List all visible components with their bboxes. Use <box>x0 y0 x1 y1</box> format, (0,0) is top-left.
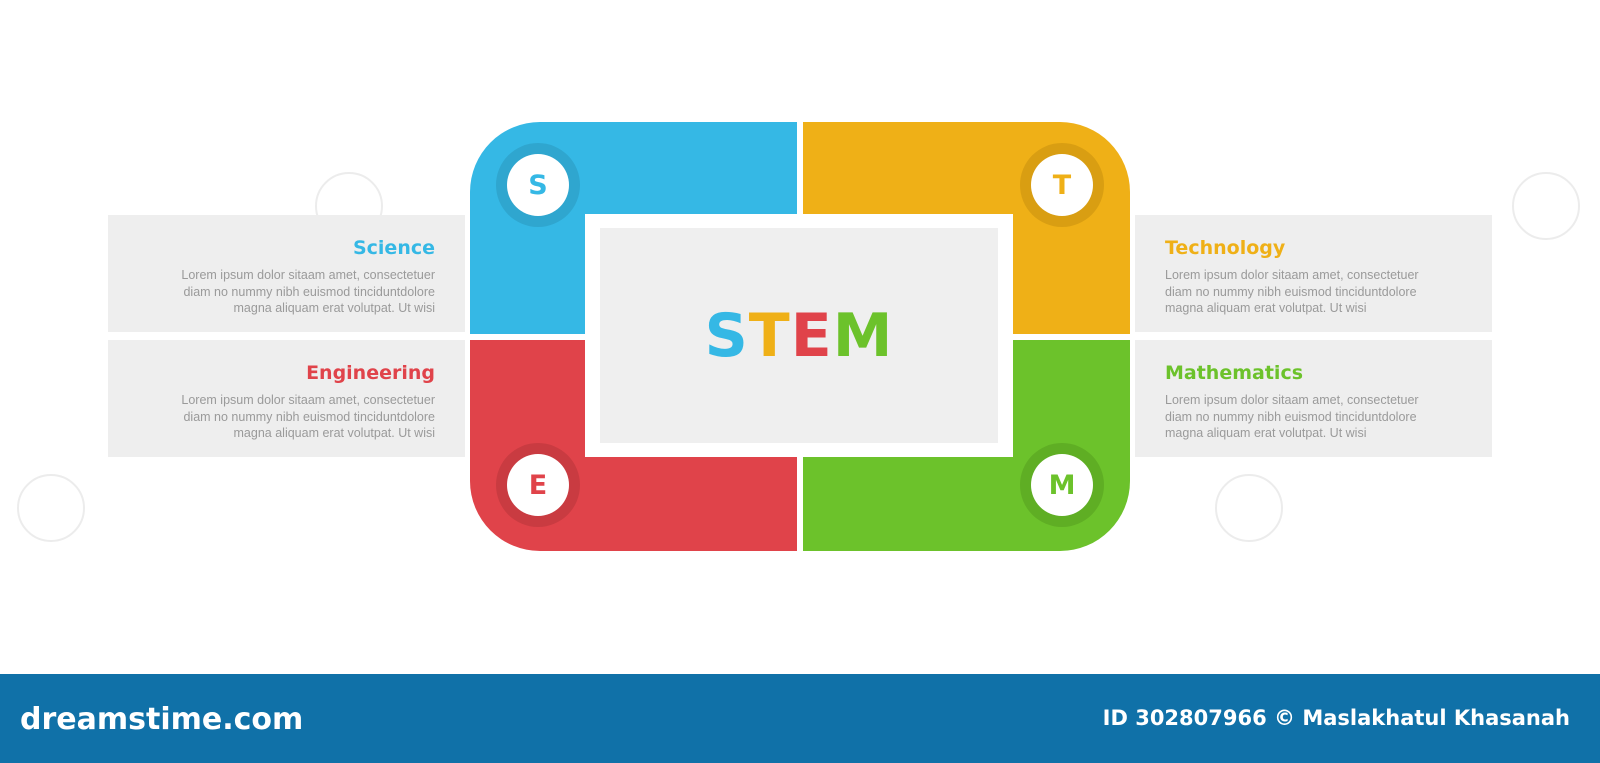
panel-text-engineering: Lorem ipsum dolor sitaam amet, consectet… <box>181 393 435 440</box>
watermark-icon <box>1512 172 1580 240</box>
panel-text-science: Lorem ipsum dolor sitaam amet, consectet… <box>181 268 435 315</box>
panel-title-science: Science <box>352 237 435 259</box>
stem-letter-t: T <box>748 300 791 371</box>
panel-title-mathematics: Mathematics <box>1165 362 1304 384</box>
watermark-icon <box>17 474 85 542</box>
panel-engineering: Engineering Lorem ipsum dolor sitaam ame… <box>108 340 465 457</box>
stem-letter-m: M <box>832 300 894 371</box>
badge-t: T <box>1020 143 1104 227</box>
watermark-icon <box>1215 474 1283 542</box>
badge-e: E <box>496 443 580 527</box>
panel-technology: Technology Lorem ipsum dolor sitaam amet… <box>1135 215 1492 332</box>
footer-logo[interactable]: dreamstime.com <box>20 702 304 737</box>
panel-text-mathematics: Lorem ipsum dolor sitaam amet, consectet… <box>1165 393 1419 440</box>
panel-title-technology: Technology <box>1165 237 1286 259</box>
panel-text-technology: Lorem ipsum dolor sitaam amet, consectet… <box>1165 268 1419 315</box>
panel-mathematics: Mathematics Lorem ipsum dolor sitaam ame… <box>1135 340 1492 457</box>
badge-s: S <box>496 143 580 227</box>
stem-letter-e: E <box>790 300 833 371</box>
stem-letter-s: S <box>704 300 749 371</box>
footer-credit: ID 302807966 © Maslakhatul Khasanah <box>1102 706 1570 730</box>
badge-m: M <box>1020 443 1104 527</box>
footer-bar: dreamstime.com ID 302807966 © Maslakhatu… <box>0 674 1600 763</box>
panel-title-engineering: Engineering <box>306 362 435 384</box>
panel-science: Science Lorem ipsum dolor sitaam amet, c… <box>108 215 465 332</box>
